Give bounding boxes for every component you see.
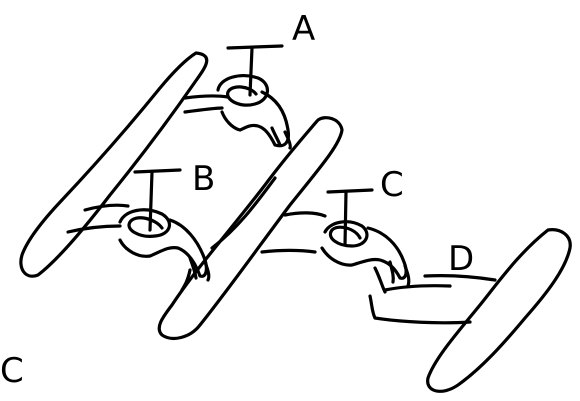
label-tap-b: B <box>192 159 215 199</box>
tap-b-body <box>120 210 169 236</box>
left-slanted-basin <box>21 53 207 276</box>
label-corner-c: C <box>0 351 24 391</box>
tap-b-spout <box>68 205 206 276</box>
tap-a-handle <box>228 46 282 48</box>
tap-b-handle <box>135 170 180 172</box>
tap-c-handle <box>328 190 372 192</box>
label-tap-c: C <box>380 165 404 205</box>
tap-a-spout <box>185 92 288 146</box>
label-tap-a: A <box>292 9 315 49</box>
middle-slanted-basin <box>159 118 342 339</box>
tap-c-stem <box>345 192 346 245</box>
tap-a-body <box>218 76 267 105</box>
label-tap-d: D <box>448 239 474 279</box>
tap-d-connector <box>375 268 385 292</box>
